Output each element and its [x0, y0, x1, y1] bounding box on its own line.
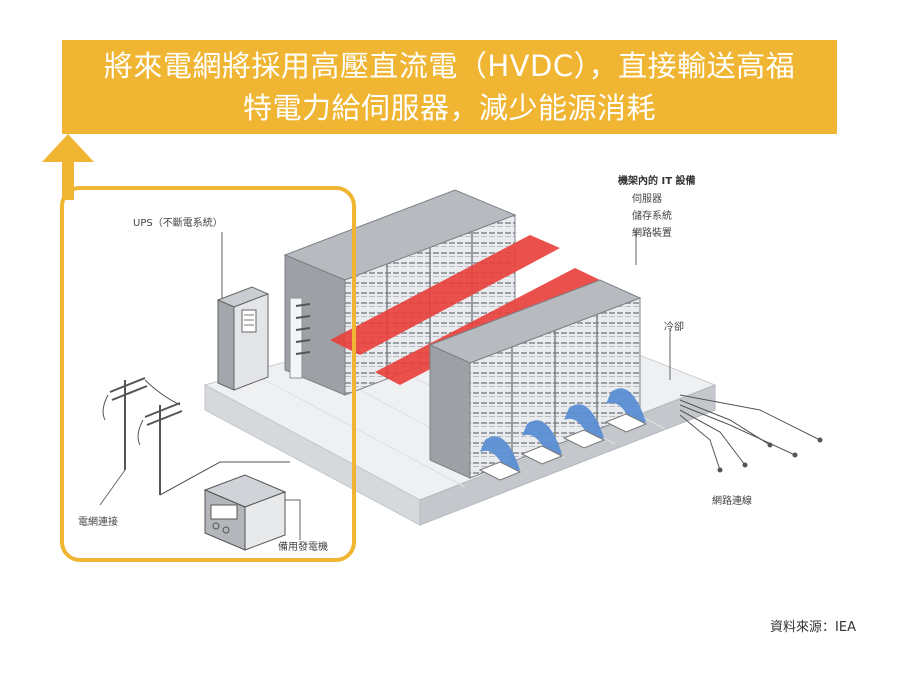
network-label: 網路連線 [712, 496, 752, 507]
source-credit: 資料來源：IEA [770, 620, 856, 635]
cooling-label: 冷卻 [664, 322, 684, 333]
headline-line-2: 特電力給伺服器，減少能源消耗 [242, 91, 656, 125]
it-equipment-title: 機架內的 IT 設備 [618, 176, 696, 187]
rack-row-front [428, 279, 642, 479]
headline-line-1: 將來電網將採用高壓直流電（HVDC），直接輸送高福 [103, 49, 796, 83]
backup-generator [203, 474, 301, 551]
utility-poles [102, 377, 290, 496]
it-item-storage: 儲存系統 [632, 211, 672, 222]
grid-label: 電網連接 [78, 517, 118, 528]
generator-label: 備用發電機 [278, 542, 328, 553]
it-item-network: 網路裝置 [632, 228, 672, 239]
ups-cabinet [216, 232, 270, 391]
it-item-servers: 伺服器 [632, 194, 662, 205]
cooling-ducts [480, 388, 646, 476]
headline-banner: 將來電網將採用高壓直流電（HVDC），直接輸送高福 特電力給伺服器，減少能源消耗 [62, 40, 837, 134]
floor-vents [478, 413, 648, 481]
power-supply-highlight [60, 186, 356, 562]
network-cables [679, 394, 823, 473]
ups-label: UPS（不斷電系統） [133, 218, 223, 229]
rack-row-back [283, 189, 517, 396]
grid-leader [99, 469, 126, 506]
